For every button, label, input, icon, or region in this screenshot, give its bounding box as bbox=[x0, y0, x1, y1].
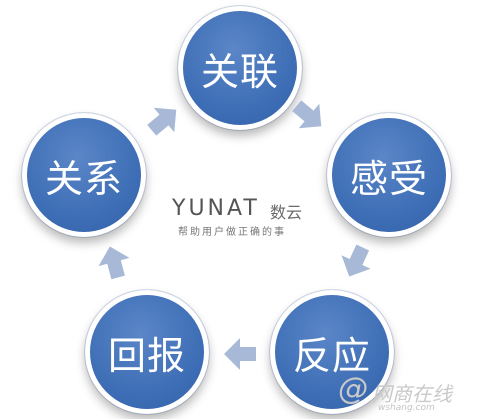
logo-slogan: 帮助用户做正确的事 bbox=[178, 227, 286, 238]
watermark-url: wshang.com bbox=[378, 403, 435, 413]
watermark: @ 网商在线 wshang.com bbox=[338, 372, 478, 416]
watermark-at-icon: @ bbox=[338, 372, 368, 407]
arrow-right-icon bbox=[224, 338, 256, 370]
arrow-right-icon bbox=[147, 107, 177, 136]
node-label: 感受 bbox=[349, 156, 428, 201]
node-label: 回报 bbox=[107, 333, 186, 378]
arrow-right-icon bbox=[98, 246, 130, 280]
node-label: 反应 bbox=[292, 333, 371, 378]
logo-cn-name: 数云 bbox=[270, 203, 303, 222]
node-label: 关系 bbox=[44, 156, 123, 201]
arrow-right-icon bbox=[292, 100, 322, 129]
node-reaction: 反应 bbox=[270, 290, 394, 414]
node-association: 关联 bbox=[178, 6, 302, 130]
watermark-text: 网商在线 bbox=[372, 382, 452, 406]
node-feeling: 感受 bbox=[327, 113, 451, 237]
node-relationship: 关系 bbox=[22, 113, 146, 237]
node-return: 回报 bbox=[85, 290, 209, 414]
arrow-right-icon bbox=[341, 244, 371, 277]
node-label: 关联 bbox=[200, 49, 279, 94]
logo-wordmark: YUNAT bbox=[172, 196, 260, 221]
company-logo: YUNAT 数云 帮助用户做正确的事 bbox=[168, 196, 318, 242]
